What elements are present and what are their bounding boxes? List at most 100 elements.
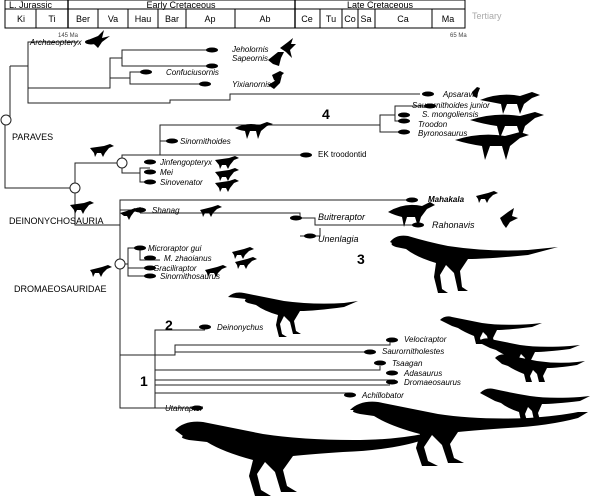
taxon-label-rahonavis: Rahonavis — [432, 220, 475, 230]
stage-label: Ber — [76, 14, 90, 24]
taxon-label-byronosaurus: Byronosaurus — [418, 129, 467, 138]
taxon-marker — [199, 324, 211, 330]
bird-silhouette — [280, 38, 296, 58]
stage-label: Ki — [17, 14, 25, 24]
age-145-label: 145 Ma — [58, 33, 79, 39]
troodontid-silhouette — [455, 132, 529, 160]
stage-label: Ca — [397, 14, 409, 24]
node-deinonychosauria — [69, 182, 81, 194]
taxon-marker — [386, 370, 398, 376]
dromaeosaur-silhouette — [70, 201, 94, 214]
period-early-cretaceous: Early Cretaceous — [146, 0, 216, 10]
taxon-label-mei: Mei — [160, 168, 173, 177]
taxon-marker — [374, 360, 386, 366]
dromaeosaur-silhouette — [235, 257, 257, 269]
taxon-label-m-zhaoianus: M. zhaoianus — [164, 254, 212, 263]
taxon-marker — [144, 255, 156, 261]
taxon-label-dromaeosaurus: Dromaeosaurus — [404, 378, 461, 387]
stage-label: Sa — [360, 14, 371, 24]
taxon-marker — [364, 349, 376, 355]
dromaeosaur-silhouette — [120, 208, 138, 220]
bird-silhouette — [472, 87, 480, 98]
clade-nodes — [0, 114, 128, 270]
taxon-label-adasaurus: Adasaurus — [403, 369, 442, 378]
taxon-marker — [144, 159, 156, 165]
troodontid-silhouette — [480, 92, 540, 114]
utahraptor-silhouette — [175, 421, 433, 496]
troodontid-silhouette — [215, 156, 239, 169]
dromaeosaur-silhouette — [476, 191, 498, 203]
taxon-marker — [406, 197, 418, 203]
taxon-marker — [140, 69, 152, 75]
taxon-label-s-mongoliensis: S. mongoliensis — [422, 110, 478, 119]
taxon-marker — [290, 215, 302, 221]
stage-label: Hau — [135, 14, 152, 24]
bird-silhouette — [272, 71, 284, 83]
bird-silhouette — [268, 75, 282, 89]
stage-label: Ma — [442, 14, 455, 24]
bird-silhouette — [88, 30, 110, 48]
taxon-label-sinornithosaurus: Sinornithosaurus — [160, 272, 220, 281]
taxon-label-saurornitholestes: Saurornitholestes — [382, 347, 444, 356]
dromaeosaur-silhouette — [90, 265, 112, 277]
taxon-label-apsaravis: Apsaravis — [442, 90, 478, 99]
period-late-cretaceous: Late Cretaceous — [347, 0, 414, 10]
taxon-marker — [134, 207, 146, 213]
clade-label-paraves: PARAVES — [12, 132, 53, 142]
troodontid-silhouette — [470, 112, 544, 138]
taxon-marker — [386, 379, 398, 385]
taxon-label-ek-troodontid: EK troodontid — [318, 150, 366, 159]
taxon-marker — [398, 129, 410, 135]
taxon-label-tsaagan: Tsaagan — [392, 359, 423, 368]
troodontid-silhouette — [90, 144, 114, 157]
taxon-marker — [206, 47, 218, 53]
taxon-label-shanag: Shanag — [152, 206, 180, 215]
period-late-jurassic: L. Jurassic — [9, 0, 53, 10]
taxon-label-velociraptor: Velociraptor — [404, 335, 447, 344]
taxon-label-buitreraptor: Buitreraptor — [318, 212, 366, 222]
size-class-label: 2 — [165, 317, 173, 333]
taxon-label-troodon: Troodon — [418, 120, 448, 129]
period-tertiary: Tertiary — [472, 11, 502, 21]
taxon-label-archaeopteryx: Archaeopteryx — [29, 38, 83, 47]
taxon-label-unenlagia: Unenlagia — [318, 234, 359, 244]
size-class-label: 4 — [322, 106, 330, 122]
node-paraves — [0, 114, 12, 126]
taxon-label-achillobator: Achillobator — [361, 391, 404, 400]
dromaeosaur-silhouette — [480, 388, 590, 421]
taxon-marker — [144, 265, 156, 271]
taxon-label-confuciusornis: Confuciusornis — [166, 68, 219, 77]
troodontid-silhouette — [215, 168, 239, 181]
achillobator-silhouette — [350, 401, 588, 466]
size-class-label: 1 — [140, 373, 148, 389]
taxon-label-jeholornis: Jeholornis — [231, 45, 268, 54]
taxon-marker — [398, 118, 410, 124]
node-troodontidae — [116, 157, 128, 169]
dromaeosaur-silhouette — [495, 354, 585, 382]
taxon-label-microraptor-gui: Microraptor gui — [148, 244, 202, 253]
dromaeosaur-silhouette — [205, 265, 227, 277]
troodontid-silhouette — [235, 122, 273, 139]
stage-label: Ce — [301, 14, 313, 24]
taxon-marker — [166, 138, 178, 144]
taxon-marker — [300, 152, 312, 158]
size-class-label: 3 — [357, 251, 365, 267]
taxon-marker — [191, 405, 203, 411]
taxon-marker — [199, 81, 211, 87]
phylogenetic-tree — [4, 41, 430, 409]
stage-label: Bar — [165, 14, 179, 24]
taxon-marker — [386, 337, 398, 343]
taxon-label-sapeornis: Sapeornis — [232, 54, 268, 63]
dromaeosaur-silhouette — [232, 247, 254, 259]
unenlagia-silhouette — [390, 235, 558, 293]
taxon-marker — [422, 91, 434, 97]
taxon-label-utahraptor: Utahraptor — [165, 404, 203, 413]
dromaeosaur-silhouette — [388, 202, 435, 227]
bird-silhouette — [268, 52, 284, 66]
taxon-label-yixianornis: Yixianornis — [232, 80, 271, 89]
stage-label: Ab — [259, 14, 270, 24]
dromaeosaur-silhouette — [478, 338, 580, 366]
dromaeosaur-silhouette — [200, 205, 222, 217]
taxon-marker — [398, 112, 410, 118]
geologic-timescale: L. Jurassic Early Cretaceous Late Cretac… — [4, 0, 502, 39]
